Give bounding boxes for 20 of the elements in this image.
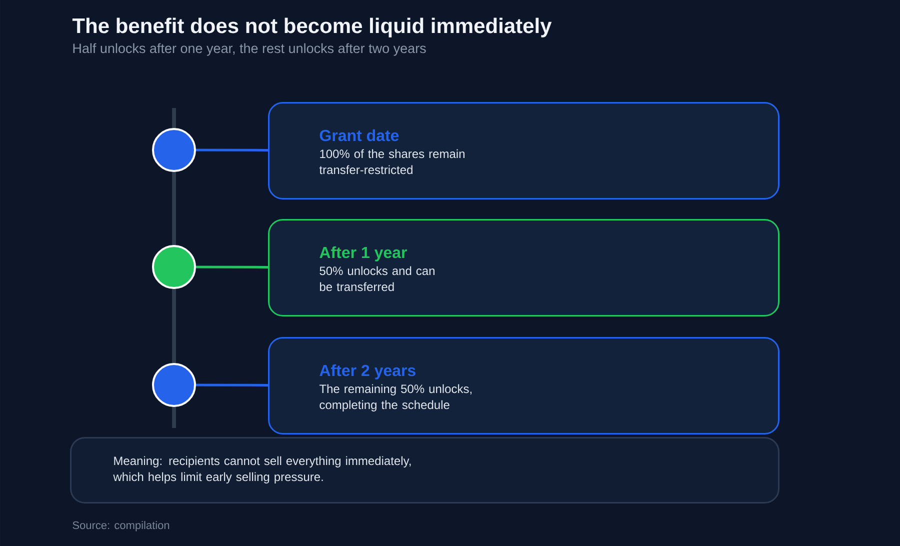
note-text: Meaning: recipients cannot sell everything immediately, which helps limit early selling pressure. bbox=[113, 456, 411, 484]
card-text: 50% unlocks and can be transferred bbox=[320, 266, 434, 292]
title: The benefit does not become liquid immediately bbox=[72, 18, 552, 38]
connector-line bbox=[196, 266, 268, 268]
milestone-card bbox=[268, 337, 780, 434]
card-heading: After 1 year bbox=[320, 246, 407, 262]
milestone-dot bbox=[152, 128, 196, 172]
subtitle: Half unlocks after one year, the rest unlocks after two years bbox=[73, 43, 426, 56]
connector-line bbox=[196, 148, 268, 152]
milestone-dot bbox=[152, 245, 196, 289]
milestone-card bbox=[268, 102, 780, 200]
connector-line bbox=[196, 384, 268, 386]
note-card bbox=[70, 437, 780, 504]
card-heading: Grant date bbox=[320, 129, 399, 142]
card-heading: After 2 years bbox=[320, 364, 416, 380]
source-note: Source: compilation bbox=[72, 521, 170, 532]
milestone-card bbox=[268, 219, 780, 316]
milestone-dot bbox=[152, 363, 196, 407]
card-text: The remaining 50% unlocks, completing the schedule bbox=[319, 384, 472, 412]
card-text: 100% of the shares remain transfer-restricted bbox=[319, 149, 464, 174]
